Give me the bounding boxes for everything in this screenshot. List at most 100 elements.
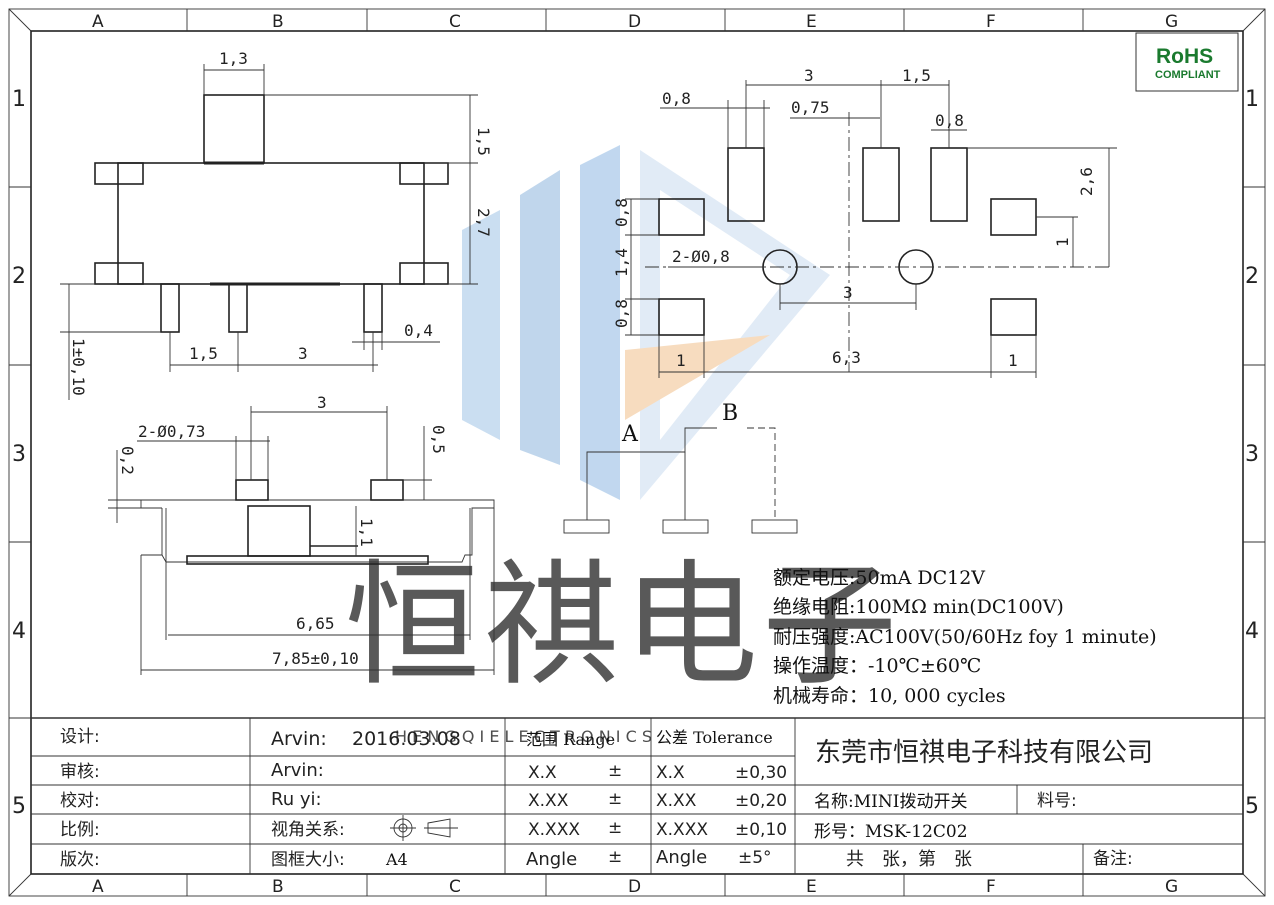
company-name: 东莞市恒祺电子科技有限公司	[815, 738, 1153, 768]
svg-text:版次:: 版次:	[60, 850, 100, 870]
svg-text:G: G	[1165, 12, 1178, 32]
reviewer: Arvin:	[271, 760, 324, 781]
svg-text:X.X: X.X	[656, 763, 685, 783]
spec-insulation: 绝缘电阻:100MΩ min(DC100V)	[773, 596, 1064, 618]
svg-text:X.X: X.X	[528, 763, 557, 783]
svg-text:C: C	[449, 12, 461, 32]
svg-text:2-Ø0,8: 2-Ø0,8	[672, 247, 730, 266]
spec-withstand: 耐压强度:AC100V(50/60Hz foy 1 minute)	[773, 626, 1157, 648]
watermark-text: 恒祺电子	[345, 547, 901, 704]
svg-text:3: 3	[1245, 442, 1259, 467]
svg-text:E: E	[806, 12, 817, 32]
svg-text:1,4: 1,4	[612, 248, 631, 277]
side-view-dimensions: 1,3 1,5 2,7 1,5 3 0,4 1±0,10	[69, 49, 493, 396]
tolerance-table: 范围 Range 公差 Tolerance X.X ± X.X ±0,30 X.…	[526, 728, 787, 870]
checker: Ru yi:	[271, 789, 322, 810]
svg-text:2,7: 2,7	[474, 208, 493, 237]
designer: Arvin:	[271, 728, 327, 750]
grid-row-labels: 1 2 3 4 5 1 2 3 4 5	[12, 87, 1259, 819]
svg-text:RoHS: RoHS	[1156, 45, 1213, 68]
svg-text:2,6: 2,6	[1077, 167, 1096, 196]
circuit-label-b: B	[722, 401, 738, 426]
svg-text:5: 5	[12, 794, 26, 819]
remark-label: 备注:	[1093, 849, 1133, 869]
frame-label: 图框大小:	[271, 850, 345, 870]
grid-column-labels: A B C D E F G A B C D E F G	[92, 12, 1178, 897]
svg-text:1: 1	[1245, 87, 1259, 112]
spec-voltage: 额定电压:50mA DC12V	[773, 567, 985, 589]
svg-text:B: B	[272, 877, 284, 897]
sheet-count: 共 张，第 张	[846, 849, 972, 870]
svg-text:±5°: ±5°	[738, 848, 772, 868]
svg-text:0,2: 0,2	[118, 446, 137, 475]
svg-text:±: ±	[608, 761, 622, 781]
spec-life: 机械寿命：10, 000 cycles	[773, 685, 1006, 707]
svg-text:1: 1	[12, 87, 26, 112]
svg-text:X.XX: X.XX	[528, 791, 569, 811]
svg-text:3: 3	[298, 344, 308, 363]
svg-text:1,3: 1,3	[219, 49, 248, 68]
svg-text:6,65: 6,65	[296, 614, 335, 633]
svg-text:±: ±	[608, 818, 622, 838]
svg-text:公差 Tolerance: 公差 Tolerance	[656, 728, 773, 747]
svg-text:2-Ø0,73: 2-Ø0,73	[138, 422, 205, 441]
svg-text:X.XXX: X.XXX	[656, 820, 708, 840]
spec-temperature: 操作温度：-10℃±60℃	[773, 655, 981, 677]
svg-text:0,8: 0,8	[612, 198, 631, 227]
svg-text:0,5: 0,5	[429, 425, 448, 454]
grid-ticks	[9, 9, 1265, 896]
svg-text:审核:: 审核:	[60, 762, 100, 782]
watermark-logo	[462, 145, 830, 500]
svg-text:0,4: 0,4	[404, 321, 433, 340]
svg-text:2: 2	[12, 264, 26, 289]
svg-text:校对:: 校对:	[60, 791, 100, 811]
svg-text:1,5: 1,5	[189, 344, 218, 363]
svg-text:COMPLIANT: COMPLIANT	[1155, 69, 1221, 81]
model-number: 形号：MSK-12C02	[814, 822, 968, 842]
svg-text:C: C	[449, 877, 461, 897]
svg-text:A: A	[92, 877, 104, 897]
svg-text:设计:: 设计:	[60, 727, 100, 747]
svg-text:6,3: 6,3	[832, 348, 861, 367]
svg-text:Angle: Angle	[656, 847, 707, 868]
bottom-view-dimensions: 3 2-Ø0,73 0,2 0,5 1,1 6,65 7,85±0,10	[118, 393, 448, 668]
svg-text:E: E	[806, 877, 817, 897]
svg-text:D: D	[628, 877, 641, 897]
svg-text:范围 Range: 范围 Range	[526, 730, 615, 749]
svg-text:Angle: Angle	[526, 849, 577, 870]
svg-text:3: 3	[12, 442, 26, 467]
svg-text:1,1: 1,1	[357, 518, 376, 547]
footprint-dimensions: 3 1,5 0,8 0,75 0,8 2,6 1 0,8 1,4 0,8 2-Ø…	[612, 66, 1096, 370]
title-block-right: 东莞市恒祺电子科技有限公司 名称:MINI拨动开关 料号: 形号：MSK-12C…	[814, 738, 1153, 870]
svg-text:X.XX: X.XX	[656, 791, 697, 811]
svg-text:±0,30: ±0,30	[735, 763, 787, 783]
svg-text:±0,10: ±0,10	[735, 820, 787, 840]
svg-text:0,8: 0,8	[662, 89, 691, 108]
svg-text:G: G	[1165, 877, 1178, 897]
bottom-view-drawing	[108, 406, 495, 675]
svg-text:0,8: 0,8	[935, 111, 964, 130]
svg-text:X.XXX: X.XXX	[528, 820, 580, 840]
svg-text:0,75: 0,75	[791, 98, 830, 117]
svg-text:0,8: 0,8	[612, 299, 631, 328]
watermark-latin: H E N G Q I E L E C T R O N I C S	[395, 727, 652, 746]
rohs-badge: RoHS COMPLIANT	[1135, 32, 1239, 92]
frame-value: A4	[385, 850, 408, 869]
part-number-label: 料号:	[1037, 791, 1077, 811]
svg-text:比例:: 比例:	[60, 820, 100, 840]
svg-text:2: 2	[1245, 264, 1259, 289]
side-view-drawing	[60, 64, 478, 400]
svg-text:5: 5	[1245, 794, 1259, 819]
title-block-labels: 设计: 审核: 校对: 比例: 版次:	[60, 727, 100, 870]
svg-text:±0,20: ±0,20	[735, 791, 787, 811]
title-block-values: Arvin: 2016.03.08 Arvin: Ru yi: 视角关系: 图框…	[271, 728, 461, 870]
svg-text:3: 3	[843, 283, 853, 302]
svg-text:7,85±0,10: 7,85±0,10	[272, 649, 359, 668]
svg-text:±: ±	[608, 847, 622, 867]
projection-symbol-icon	[390, 815, 458, 841]
svg-text:1: 1	[1008, 351, 1018, 370]
svg-text:1,5: 1,5	[902, 66, 931, 85]
svg-text:1: 1	[676, 351, 686, 370]
projection-label: 视角关系:	[271, 820, 345, 840]
